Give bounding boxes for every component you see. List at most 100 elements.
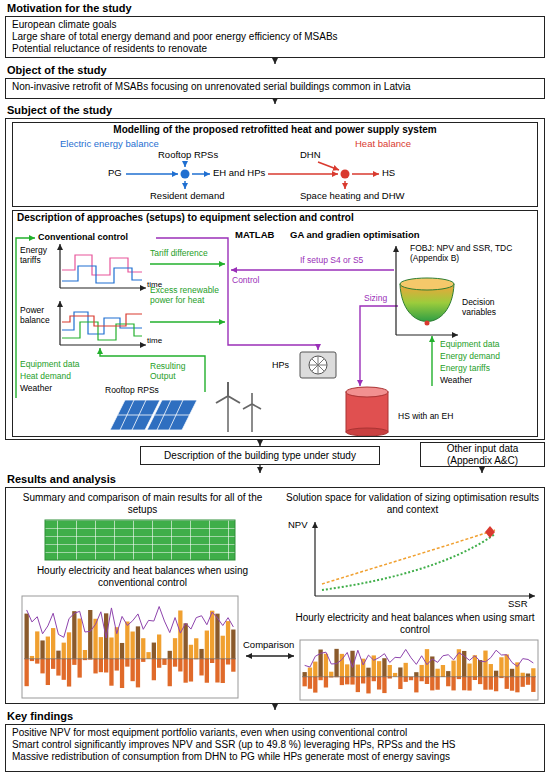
section-box: Object of the studyNon-invasive retrofit… — [5, 64, 545, 99]
hourly-bars — [478, 677, 482, 684]
label-box: Electric energy balance — [60, 139, 159, 150]
section-heading: Key findings — [5, 710, 545, 723]
hourly-bars — [366, 668, 370, 677]
section-box: Motivation for the studyEuropean climate… — [5, 2, 545, 58]
hourly-bars — [420, 677, 424, 682]
hourly-bars — [414, 677, 418, 693]
tariff-chart — [62, 255, 142, 275]
hourly-bars — [510, 677, 514, 691]
optimisation-bowl — [400, 278, 454, 290]
hourly-bars — [131, 659, 135, 681]
section-box: Results and analysis — [5, 473, 545, 704]
solar-panels — [118, 400, 190, 430]
hourly-bars — [35, 631, 39, 658]
hourly-bars — [329, 672, 333, 677]
heat-balance-arrows — [318, 162, 339, 170]
label-box: Resident demand — [150, 191, 224, 202]
label-box: Excess renewable power for heat — [150, 286, 224, 306]
heat-pump-icon — [309, 356, 327, 374]
hourly-bars — [56, 651, 60, 659]
body-text: Potential reluctance of residents to ren… — [12, 43, 538, 55]
power-balance-chart — [59, 301, 60, 345]
wind-turbines — [243, 393, 261, 409]
label-box: Tariff difference — [150, 249, 208, 259]
hourly-bars — [435, 669, 439, 677]
hourly-bars — [372, 677, 376, 682]
hourly-bars — [51, 659, 55, 669]
label-box: SSR — [508, 599, 528, 610]
smart-chart-frame — [300, 640, 538, 700]
section-box: Subject of the studyModelling of the pro… — [5, 104, 545, 440]
hourly-bars — [78, 619, 82, 659]
hourly-bars — [146, 652, 150, 659]
diagram-label: NPV — [288, 520, 308, 531]
hourly-bars — [67, 632, 71, 658]
diagram-label: Space heating and DHW — [300, 191, 405, 202]
hourly-bars — [51, 628, 55, 659]
diagram-label: Tariff difference — [150, 249, 208, 259]
diagram-label: Resulting Output — [150, 362, 202, 382]
hourly-bars — [441, 665, 445, 677]
label-box: HS — [382, 168, 395, 179]
label-box: Summary and comparison of main results f… — [15, 492, 270, 515]
hourly-bars — [473, 677, 477, 680]
diagram-label: Equipment data — [20, 360, 80, 370]
hourly-bars — [521, 677, 525, 687]
diagram-label: Heat demand — [20, 372, 71, 382]
hourly-bars — [526, 674, 530, 677]
label-box: Energy tariffs — [20, 246, 56, 266]
hourly-bars — [115, 659, 119, 671]
diagram-label: Equipment data — [440, 340, 500, 350]
hourly-bars — [483, 677, 487, 690]
power-balance-chart — [60, 301, 146, 345]
hourly-bars — [205, 659, 209, 683]
hourly-bars — [409, 677, 413, 681]
hourly-bars — [120, 643, 124, 659]
hourly-bars — [531, 677, 535, 692]
diagram-label: Rooftop RPSs — [105, 386, 159, 396]
diagram-label: Solution space for validation of sizing … — [285, 492, 540, 515]
label-box: Equipment data — [440, 340, 500, 350]
solution-space-chart — [322, 530, 495, 584]
hourly-bars — [398, 677, 402, 689]
label-box: Rooftop RPSs — [158, 150, 218, 161]
hourly-bars — [318, 677, 322, 680]
hourly-bars — [27, 607, 234, 638]
hourly-bars — [152, 659, 156, 681]
label-box: time — [147, 336, 162, 345]
optimisation-bowl — [395, 246, 396, 335]
hourly-bars — [199, 649, 203, 659]
hourly-bars — [313, 677, 317, 693]
hourly-bars — [184, 623, 188, 658]
label-box: Rooftop RPSs — [105, 386, 159, 396]
solution-space-chart — [485, 526, 495, 538]
diagram-label: Conventional control — [38, 232, 128, 242]
label-box: Weather — [440, 376, 472, 386]
hourly-bars — [25, 659, 29, 686]
hourly-bars — [88, 610, 92, 659]
label-box: Weather — [20, 384, 52, 394]
control-lines — [16, 238, 432, 398]
electric-balance-arrows — [126, 173, 178, 175]
hourly-bars — [377, 661, 381, 677]
section-box: Key findingsPositive NPV for most equipm… — [5, 710, 545, 772]
heat-storage-icon — [346, 392, 388, 432]
hourly-bars — [157, 634, 161, 658]
results-table — [45, 520, 235, 560]
electric-balance-arrows — [184, 162, 186, 167]
hourly-bars — [120, 659, 124, 688]
hourly-bars — [30, 659, 34, 661]
diagram-label: Weather — [20, 384, 52, 394]
hourly-bars — [125, 622, 129, 659]
hourly-bars — [430, 677, 434, 691]
hourly-bars — [505, 677, 509, 689]
diagram-label: If setup S4 or S5 — [300, 256, 363, 266]
tariff-chart — [59, 244, 60, 288]
hourly-bars — [356, 665, 360, 677]
heat-balance-arrows — [268, 173, 338, 175]
diagram-label: DHN — [300, 150, 321, 161]
electric-balance-arrows — [192, 173, 210, 175]
hourly-bars — [446, 677, 450, 687]
